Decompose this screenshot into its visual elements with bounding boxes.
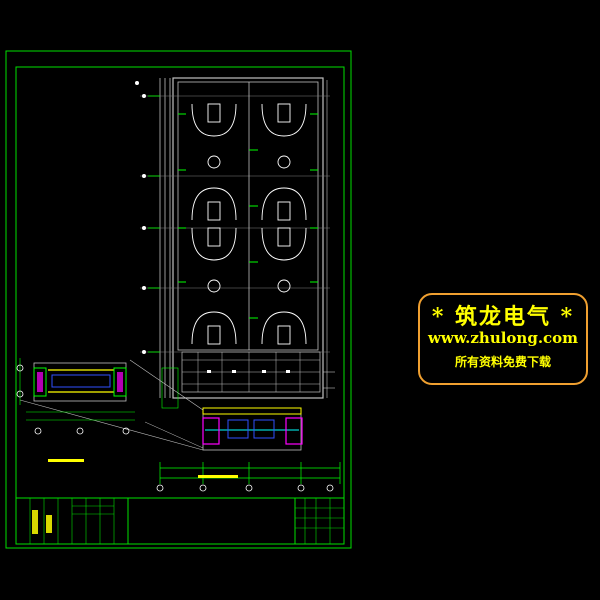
main-floor-plan: [135, 77, 330, 399]
basketball-court: [261, 227, 307, 345]
bottom-axis-bubbles: [156, 484, 334, 492]
basketball-court: [191, 227, 237, 345]
zhulong-watermark: * 筑龙电气 * www.zhulong.com 所有资料免费下载: [418, 293, 588, 385]
bottom-dimensions: [159, 462, 341, 484]
small-floor-plan: [16, 358, 135, 462]
sheet-inner-border: [15, 66, 345, 545]
watermark-url[interactable]: www.zhulong.com: [427, 329, 579, 347]
basketball-court: [261, 103, 307, 221]
basketball-court: [191, 103, 237, 221]
lower-service-area: [161, 351, 335, 409]
watermark-slogan: 所有资料免费下载: [454, 355, 551, 369]
main-plan-caption: [198, 475, 238, 478]
entrance-stair-plan: [19, 359, 303, 451]
sheet-outer-border: [5, 50, 352, 549]
watermark-title: * 筑龙电气 *: [431, 304, 575, 330]
title-block: [15, 497, 345, 545]
basketball-courts: [191, 103, 307, 345]
